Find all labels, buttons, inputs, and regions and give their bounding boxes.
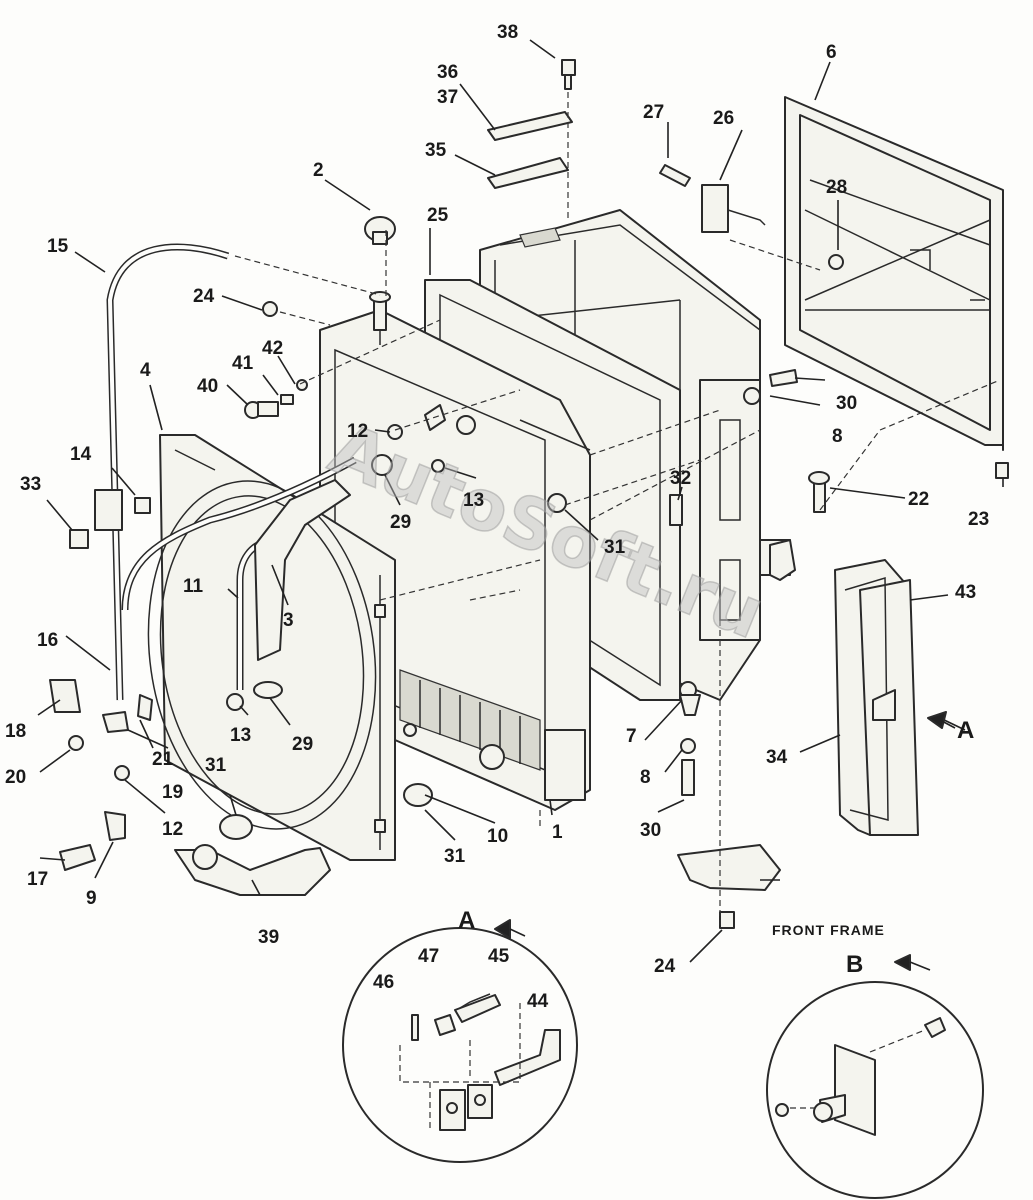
callout-labels: 38 36 37 35 6 27 26 28 2 25 15 24 42 41 … — [5, 22, 989, 1012]
view-a-title: A — [458, 907, 475, 934]
callout-23: 23 — [968, 509, 989, 530]
callout-31a: 31 — [604, 537, 626, 558]
front-frame-caption: FRONT FRAME — [772, 922, 885, 938]
callout-29b: 29 — [292, 734, 313, 755]
callout-43: 43 — [955, 582, 976, 603]
view-arrows — [494, 711, 956, 971]
callout-47: 47 — [418, 946, 439, 967]
detail-view-a — [342, 927, 578, 1163]
hardware — [49, 59, 1009, 929]
callout-30a: 30 — [836, 393, 857, 414]
callout-12a: 12 — [347, 421, 368, 442]
callout-40: 40 — [197, 376, 218, 397]
callout-4: 4 — [140, 360, 151, 381]
callout-14: 14 — [70, 444, 92, 465]
callout-42: 42 — [262, 338, 283, 359]
callout-36: 36 — [437, 62, 458, 83]
view-b-title: B — [846, 951, 863, 978]
callout-37: 37 — [437, 87, 458, 108]
rear-guard-frame — [784, 96, 1004, 451]
callout-29a: 29 — [390, 512, 411, 533]
callout-6: 6 — [826, 42, 837, 63]
callout-31c: 31 — [444, 846, 466, 867]
callout-2: 2 — [313, 160, 324, 181]
callout-45: 45 — [488, 946, 510, 967]
callout-32: 32 — [670, 468, 691, 489]
callout-34: 34 — [766, 747, 788, 768]
callout-30b: 30 — [640, 820, 661, 841]
callout-22: 22 — [908, 489, 929, 510]
assembly-lines — [234, 92, 1001, 925]
callout-21: 21 — [152, 749, 174, 770]
callout-12b: 12 — [162, 819, 183, 840]
callout-24a: 24 — [193, 286, 215, 307]
callout-10: 10 — [487, 826, 508, 847]
side-cover — [834, 559, 919, 836]
callout-leaders — [37, 39, 1004, 963]
callout-26: 26 — [713, 108, 734, 129]
callout-1: 1 — [552, 822, 563, 843]
detail-view-b — [766, 981, 984, 1199]
callout-28: 28 — [826, 177, 847, 198]
callout-18: 18 — [5, 721, 26, 742]
callout-8a: 8 — [832, 426, 843, 447]
callout-46: 46 — [373, 972, 394, 993]
callout-31b: 31 — [205, 755, 227, 776]
callout-39: 39 — [258, 927, 279, 948]
view-a-arrow-label: A — [957, 717, 974, 744]
callout-9: 9 — [86, 888, 97, 909]
callout-33: 33 — [20, 474, 41, 495]
callout-3: 3 — [283, 610, 294, 631]
callout-25: 25 — [427, 205, 449, 226]
callout-16: 16 — [37, 630, 58, 651]
callout-44: 44 — [527, 991, 549, 1012]
callout-19: 19 — [162, 782, 183, 803]
callout-11: 11 — [183, 576, 204, 597]
callout-13b: 13 — [230, 725, 251, 746]
callout-27: 27 — [643, 102, 664, 123]
callout-8b: 8 — [640, 767, 651, 788]
callout-7: 7 — [626, 726, 637, 747]
callout-20: 20 — [5, 767, 26, 788]
callout-35: 35 — [425, 140, 447, 161]
hoses — [106, 243, 357, 896]
callout-24b: 24 — [654, 956, 676, 977]
callout-41: 41 — [232, 353, 254, 374]
callout-17: 17 — [27, 869, 48, 890]
callout-38: 38 — [497, 22, 518, 43]
callout-13a: 13 — [463, 490, 484, 511]
callout-15: 15 — [47, 236, 69, 257]
